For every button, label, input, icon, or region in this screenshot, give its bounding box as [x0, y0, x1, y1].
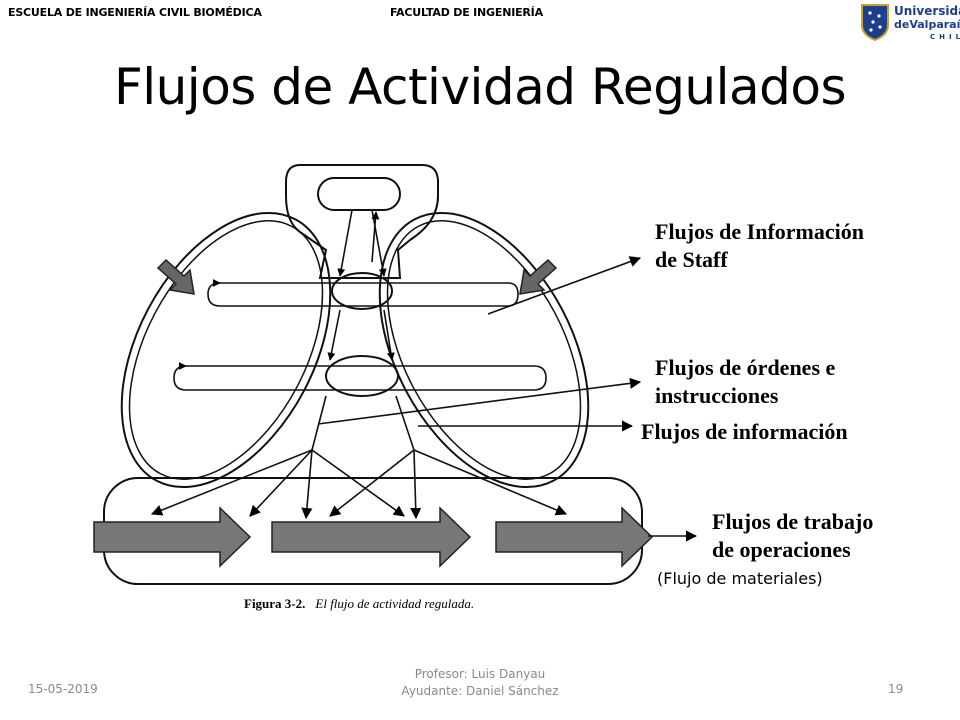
- label-orders-line1: Flujos de órdenes e: [655, 355, 836, 380]
- work-flow-arrows: [93, 506, 654, 568]
- label-orders-line2: instrucciones: [655, 383, 779, 408]
- label-work-line2: de operaciones: [712, 537, 851, 562]
- footer-credits: Profesor: Luis Danyau Ayudante: Daniel S…: [0, 666, 960, 700]
- label-staff-line2: de Staff: [655, 247, 728, 272]
- middle-line-oval-upper: [331, 272, 393, 310]
- label-work-line1: Flujos de trabajo: [712, 509, 874, 534]
- logo-line-3: CHILE: [929, 33, 960, 41]
- figure-caption: Figura 3-2. El flujo de actividad regulad…: [244, 596, 474, 612]
- support-staff-ellipse: [378, 211, 590, 489]
- logo-line-2: deValparaíso: [894, 18, 960, 31]
- footer-professor: Profesor: Luis Danyau: [414, 667, 546, 681]
- label-orders: Flujos de órdenes e instrucciones: [655, 354, 835, 410]
- university-logo: Universidad deValparaíso CHILE: [860, 2, 960, 42]
- label-work-flows: Flujos de trabajo de operaciones: [712, 508, 873, 564]
- label-materials: (Flujo de materiales): [657, 569, 823, 588]
- shield-icon: [861, 4, 889, 41]
- footer-assistant: Ayudante: Daniel Sánchez: [401, 684, 559, 698]
- label-staff-info: Flujos de Información de Staff: [655, 218, 864, 274]
- header-faculty: FACULTAD DE INGENIERÍA: [390, 6, 543, 19]
- footer-page-number: 19: [888, 682, 904, 696]
- slide-title: Flujos de Actividad Regulados: [113, 58, 847, 116]
- header-school: ESCUELA DE INGENIERÍA CIVIL BIOMÉDICA: [8, 6, 262, 19]
- figure-number: Figura 3-2.: [244, 596, 306, 611]
- logo-line-1: Universidad: [894, 4, 960, 18]
- strategic-apex-inner: [317, 177, 401, 211]
- label-information: Flujos de información: [641, 419, 848, 444]
- footer-date: 15-05-2019: [28, 682, 98, 696]
- label-staff-line1: Flujos de Información: [655, 219, 864, 244]
- technostructure-ellipse: [120, 211, 332, 489]
- figure-text: El flujo de actividad regulada.: [315, 596, 475, 611]
- strategic-apex-box: [285, 164, 439, 279]
- middle-line-oval-lower: [325, 355, 399, 397]
